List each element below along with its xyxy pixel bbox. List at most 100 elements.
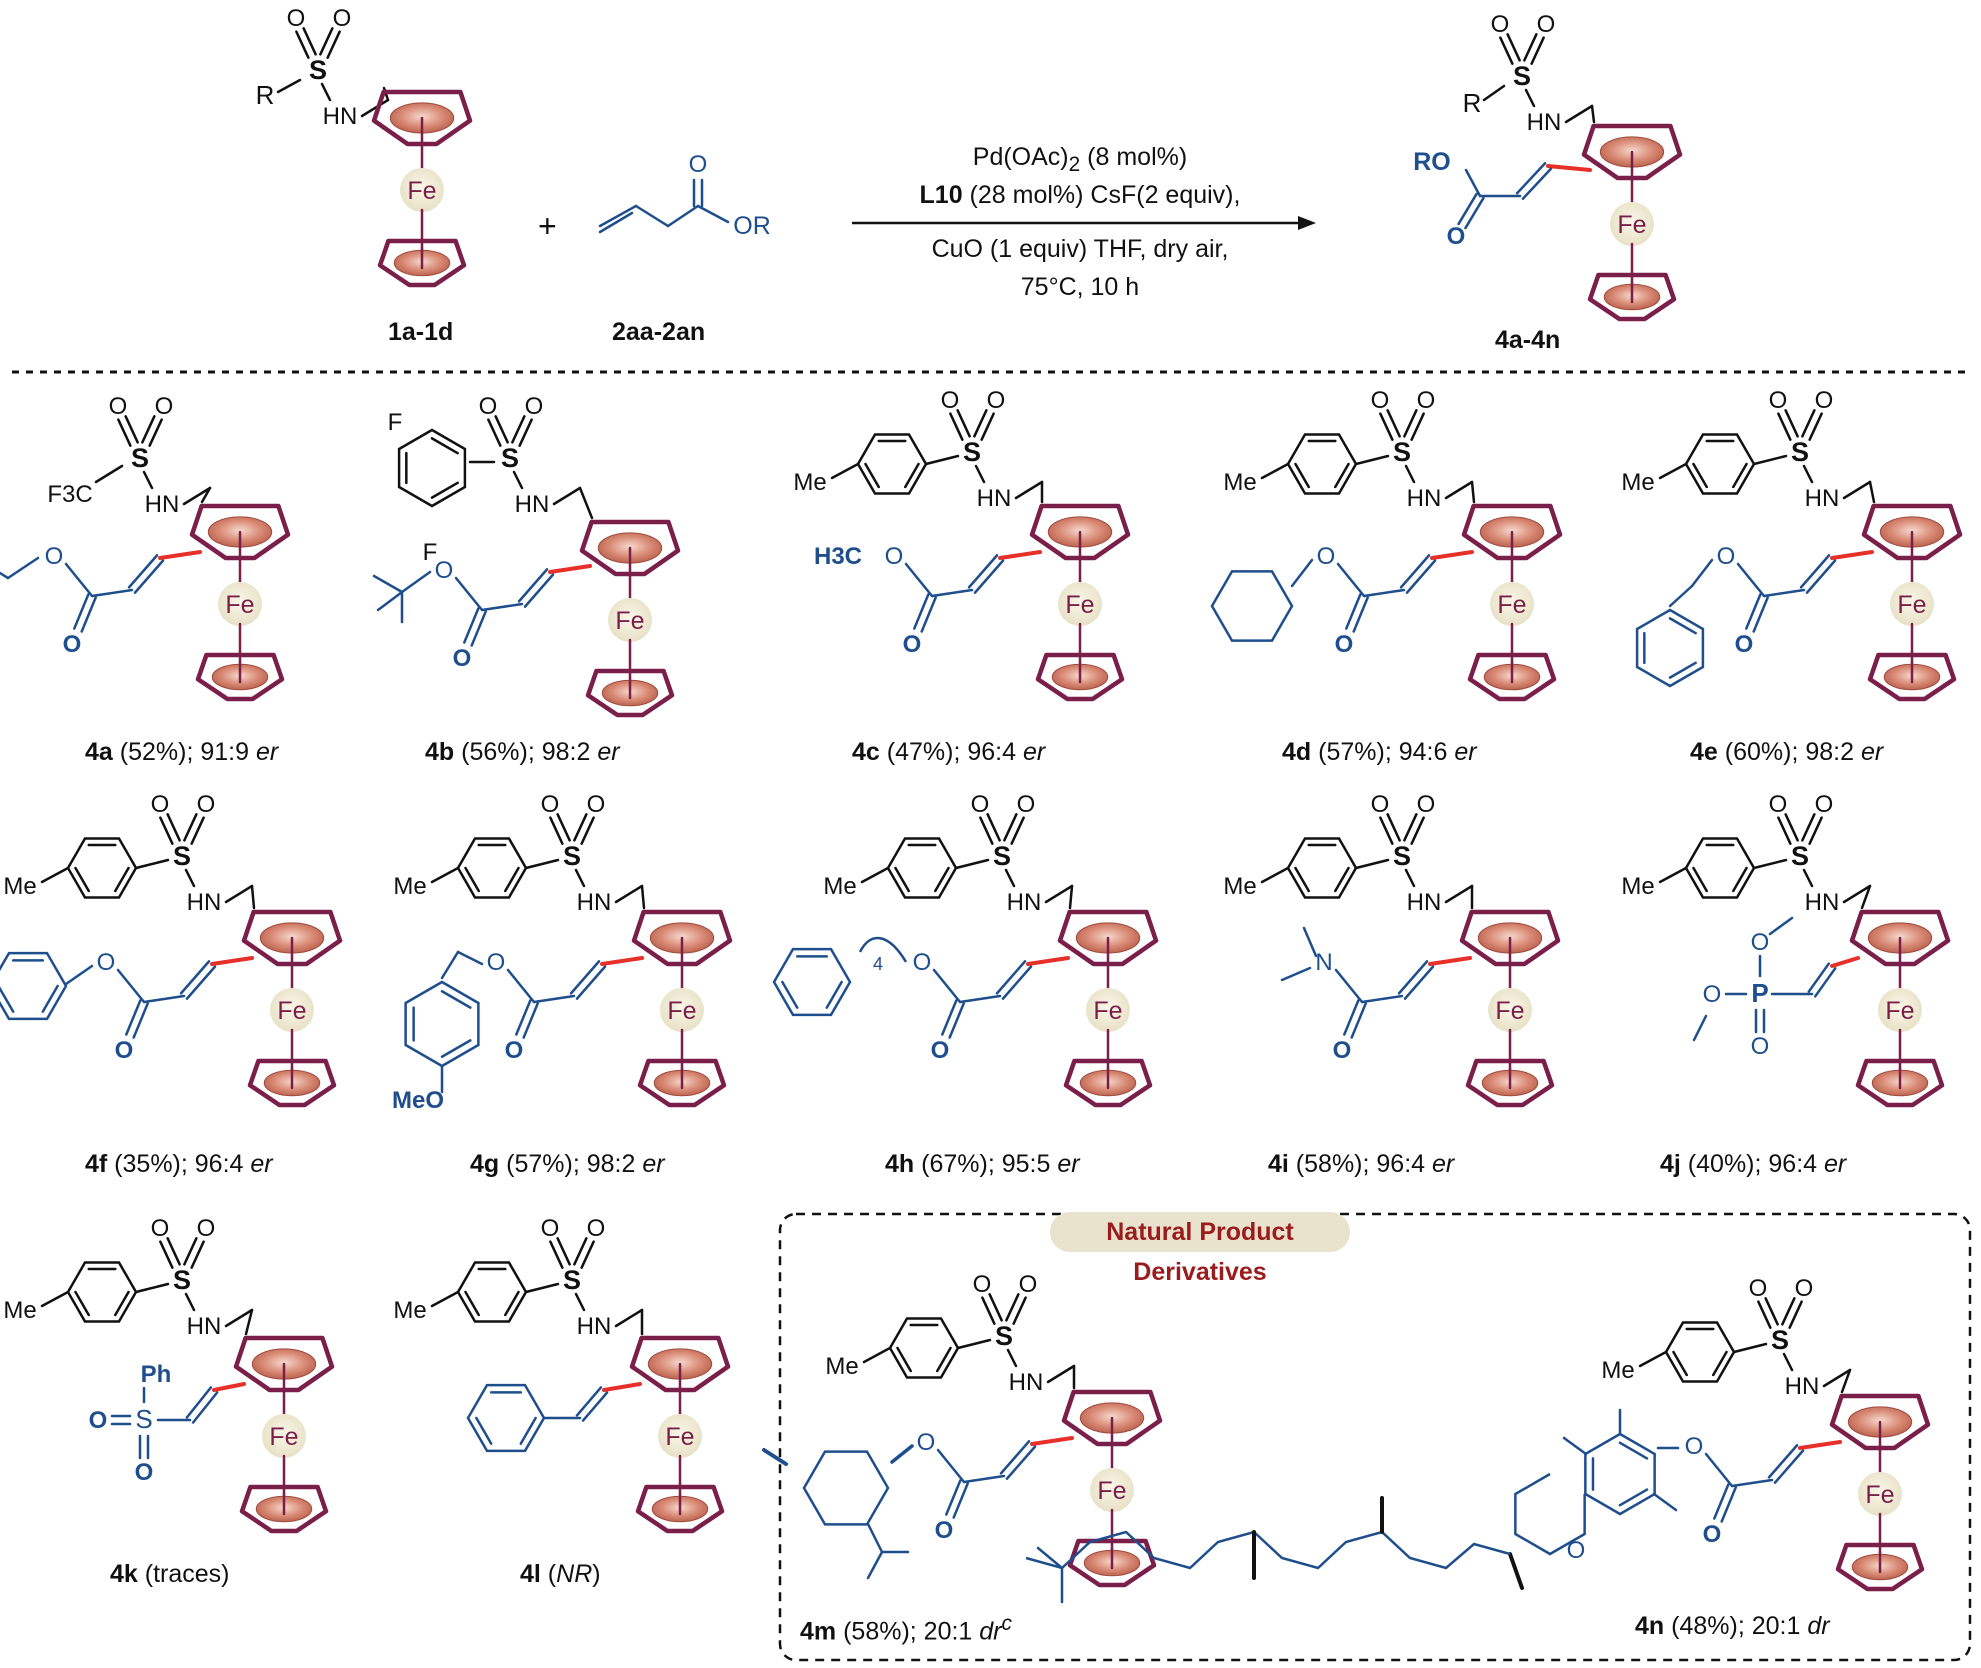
bond [1404,464,1416,484]
aromatic-bond [114,1290,130,1317]
carbonyl-double-bond [948,1002,965,1039]
new-cc-bond [1428,956,1472,966]
or-label: OR [733,212,771,240]
carbonyl-double-bond [463,607,480,644]
bond [696,204,730,224]
sulfonyl-double-bond [159,1240,174,1269]
benzene-ring [772,947,852,1017]
carbonyl-double-bond [80,596,97,633]
yield: (60%); 98:2 [1717,738,1861,766]
fe-center [218,582,262,626]
fe-label: Fe [1865,1481,1894,1509]
yield-suffix: ) [592,1560,601,1588]
new-cc-bond [602,1382,642,1392]
bond [1482,84,1506,102]
oxygen-label: O [1815,387,1834,414]
fe-center [1086,988,1130,1032]
bond [524,1282,560,1294]
cyclopentadienyl-ring [1829,1393,1931,1451]
vinyl-double-bond [517,568,549,603]
aromatic-bond [1672,1350,1688,1377]
sulfonyl-double-bond [949,412,964,441]
new-cc-bond [1430,550,1474,560]
sulfonyl-double-bond [979,816,994,845]
methyl-label: Me [1223,873,1256,900]
sulfonyl-double-bond [326,30,341,59]
caption-4j: 4j (40%); 96:4 er [1660,1150,1846,1179]
sulfonyl-double-bond [518,418,533,447]
compound-id: 4e [1690,738,1718,766]
carbonyl-double-bond [73,593,90,630]
vinyl-double-bond [569,960,601,995]
sulfonyl-double-bond [981,1296,996,1325]
bond [866,1522,884,1554]
oxygen-label: O [541,1215,560,1242]
vinyl-double-bond [1515,162,1547,195]
bond [634,204,670,228]
methyl-label: Me [393,873,426,900]
caption-4f: 4f (35%); 96:4 er [85,1150,273,1179]
ester-oxygen: O [45,543,64,570]
aromatic-bond [440,989,472,1009]
cyclopentadienyl-ring [371,89,473,147]
aromatic-bond [430,437,459,455]
wedge-bond [890,1444,914,1464]
ester-oxygen: O [1317,543,1336,570]
bond [40,866,70,884]
yield: (40%); 96:4 [1680,1150,1824,1178]
sulfonyl-double-bond [295,30,310,59]
bond [1354,858,1390,870]
plus-sign: + [538,208,557,244]
oxygen-label: O [1703,981,1722,1008]
sulfonyl-double-bond [1808,412,1823,441]
vinyl-double-bond [1005,1445,1037,1480]
bond [962,1474,1006,1484]
ratio-unit: er [255,738,279,766]
yield: (56%); 98:2 [454,738,598,766]
sulfonyl-double-bond [494,415,509,444]
bond [376,590,404,612]
alkyl-chain-bracket [858,936,908,963]
sulfonyl-double-bond [573,813,588,842]
natural-products-frame [778,1212,1972,1662]
sulfur-label: S [1771,1325,1789,1355]
aromatic-bond [894,866,910,893]
nh-label: HN [1805,889,1840,916]
benzene-ring [456,837,528,899]
ratio-unit: er [1454,738,1477,766]
vinyl-double-bond [1814,967,1837,998]
new-cc-bond [210,956,254,966]
bond [574,1292,586,1312]
cyclopentadienyl-ring [195,652,285,702]
vinyl-double-bond [1773,1449,1805,1484]
compound-id: 4n [1635,1612,1665,1640]
new-cc-bond [998,550,1042,560]
fe-label: Fe [1097,1477,1126,1505]
benzene-ring [1286,837,1358,899]
bond [90,588,134,598]
vinyl-double-bond [575,1386,603,1417]
aromatic-bond [1712,1350,1728,1377]
bond [1562,1436,1588,1456]
bond [64,964,94,986]
fe-label: Fe [665,1423,694,1451]
vinyl-double-bond [133,559,165,594]
oxygen-label: O [1417,791,1436,818]
bond [958,994,1002,1004]
oxygen-label: O [587,791,606,818]
caption-4e: 4e (60%); 98:2 er [1690,738,1883,767]
vinyl-double-bond [191,1391,219,1424]
vinyl-double-bond [999,1440,1031,1475]
compound-id: 4f [85,1150,108,1178]
fe-label: Fe [225,591,254,619]
sulfonyl-double-bond [580,816,595,845]
bond [1692,1014,1708,1042]
reactant2-label: 2aa-2an [612,318,706,346]
bond [184,868,196,888]
phytyl-chain [1025,1530,1511,1570]
new-cc-bond [212,1382,246,1392]
benzene-ring [1635,608,1705,688]
bond [1464,168,1482,198]
